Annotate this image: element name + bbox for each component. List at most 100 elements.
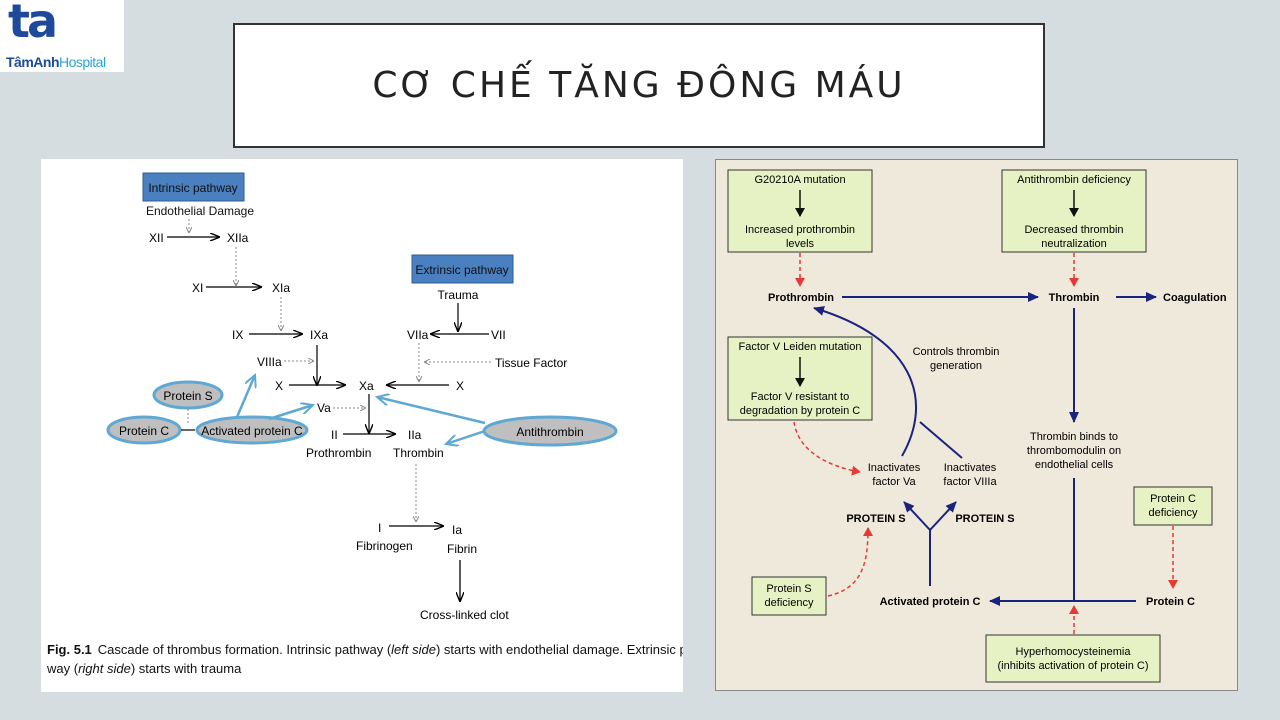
fibrinogen-label: Fibrinogen <box>356 539 413 553</box>
factor-IXa: IXa <box>310 328 328 342</box>
controls-thrombin-line1: Controls thrombin <box>913 346 1000 358</box>
caption-text-3: way ( <box>46 661 79 676</box>
extrinsic-pathway-label: Extrinsic pathway <box>415 263 508 277</box>
controls-thrombin-line2: generation <box>930 360 982 372</box>
protein-s-label: Protein S <box>163 389 212 403</box>
cascade-diagram: Intrinsic pathway Endothelial Damage XII… <box>46 172 709 676</box>
fibrin-label: Fibrin <box>447 542 477 556</box>
antithrombin-inhibits-IIa <box>446 429 486 444</box>
protein-c-deficiency-line1: Protein C <box>1150 493 1196 505</box>
factor-VIIIa: VIIIa <box>257 355 282 369</box>
apc-inhibits-Va <box>268 405 313 421</box>
inactivates-va-line1: Inactivates <box>868 462 921 474</box>
factor-XI: XI <box>192 281 203 295</box>
endothelial-damage-label: Endothelial Damage <box>146 204 254 218</box>
antithrombin-deficiency-label: Antithrombin deficiency <box>1017 174 1131 186</box>
thrombin-label: Thrombin <box>393 446 444 460</box>
extrinsic-pathway-box <box>411 254 514 284</box>
antithrombin-inhibits-Xa <box>377 397 486 425</box>
factor-X-left: X <box>275 379 283 393</box>
inactivates-viiia-line1: Inactivates <box>944 462 997 474</box>
increased-prothrombin-line2: levels <box>786 238 815 250</box>
caption-text-4: ) starts with trauma <box>131 661 242 676</box>
protein-s-deficiency-line2: deficiency <box>765 597 814 609</box>
g20210a-label: G20210A mutation <box>754 174 845 186</box>
activated-protein-c-oval <box>195 415 309 445</box>
decreased-thrombin-line2: neutralization <box>1041 238 1106 250</box>
ps-deficiency-arrow <box>827 527 873 597</box>
thrombin-binds-line3: endothelial cells <box>1035 459 1114 471</box>
protein-c-deficiency-line2: deficiency <box>1149 507 1198 519</box>
protein-s-left-label: PROTEIN S <box>846 513 905 525</box>
factor-II: II <box>331 428 338 442</box>
protein-s-right-label: PROTEIN S <box>955 513 1014 525</box>
factor-XIa: XIa <box>272 281 290 295</box>
trauma-label: Trauma <box>438 288 479 302</box>
prothrombin-label: Prothrombin <box>306 446 371 460</box>
fvl-to-inactivates-va <box>793 421 861 476</box>
factor-VIIa: VIIa <box>407 328 429 342</box>
hyperhomocysteinemia-line2: (inhibits activation of protein C) <box>997 660 1148 672</box>
thrombin-label: Thrombin <box>1049 292 1100 304</box>
antithrombin-label: Antithrombin <box>516 425 583 439</box>
caption-line-1: Fig. 5.1 Cascade of thrombus formation. I… <box>47 642 683 657</box>
controls-thrombin-curve <box>813 306 917 457</box>
apc-to-viiia-arrow <box>929 501 957 531</box>
protein-s-deficiency-line1: Protein S <box>766 583 811 595</box>
logo-name-bold: TâmAnh <box>6 54 60 70</box>
increased-prothrombin-line1: Increased prothrombin <box>745 224 855 236</box>
protein-s-oval <box>152 380 224 410</box>
viiia-join-line <box>919 421 963 459</box>
factor-XIIa: XIIa <box>227 231 249 245</box>
factor-IX: IX <box>232 328 243 342</box>
factor-Xa: Xa <box>359 379 374 393</box>
cascade-figure: Intrinsic pathway Endothelial Damage XII… <box>41 159 709 692</box>
caption-right-side: right side <box>78 661 131 676</box>
protein-c-deficiency-box <box>1133 486 1213 526</box>
prothrombin-label: Prothrombin <box>768 292 834 304</box>
logo-name: TâmAnhHospital <box>6 54 106 70</box>
hospital-logo: ta TâmAnhHospital <box>0 0 124 72</box>
intrinsic-pathway-box <box>142 172 245 202</box>
intrinsic-pathway-label: Intrinsic pathway <box>148 181 237 195</box>
fv-resistant-line2: degradation by protein C <box>740 405 861 417</box>
factor-VII: VII <box>491 328 506 342</box>
factor-XII: XII <box>149 231 164 245</box>
inactivates-viiia-line2: factor VIIIa <box>943 476 997 488</box>
crosslinked-clot-label: Cross-linked clot <box>420 608 509 622</box>
caption-fig-number: Fig. 5.1 <box>47 642 92 657</box>
factor-Va: Va <box>317 401 331 415</box>
coagulation-label: Coagulation <box>1163 292 1227 304</box>
caption-line-2: way (right side) starts with trauma <box>46 661 242 676</box>
factor-Ia: Ia <box>452 523 462 537</box>
protein-c-oval <box>106 415 182 445</box>
slide-title: CƠ CHẾ TĂNG ĐÔNG MÁU <box>372 65 906 106</box>
apc-to-va-arrow <box>903 501 931 531</box>
thrombin-binds-line1: Thrombin binds to <box>1030 431 1118 443</box>
caption-text-1: Cascade of thrombus formation. Intrinsic… <box>98 642 392 657</box>
hyperhomocysteinemia-box <box>985 634 1161 683</box>
protein-c-label: Protein C <box>1146 596 1195 608</box>
apc-inhibits-VIIIa <box>235 375 255 418</box>
factor-IIa: IIa <box>408 428 422 442</box>
factor-X-right: X <box>456 379 464 393</box>
thrombophilia-figure: G20210A mutation Increased prothrombin l… <box>715 159 1238 691</box>
decreased-thrombin-line1: Decreased thrombin <box>1024 224 1123 236</box>
thrombophilia-diagram: G20210A mutation Increased prothrombin l… <box>727 169 1227 683</box>
logo-mark: ta <box>8 0 58 48</box>
activated-protein-c-label: Activated protein C <box>880 596 981 608</box>
logo-name-light: Hospital <box>59 54 106 70</box>
factor-v-leiden-label: Factor V Leiden mutation <box>739 341 862 353</box>
fv-resistant-line1: Factor V resistant to <box>751 391 849 403</box>
activated-protein-c-label: Activated protein C <box>201 424 303 438</box>
caption-text-2: ) starts with endothelial damage. Extrin… <box>436 642 683 657</box>
thrombin-binds-line2: thrombomodulin on <box>1027 445 1121 457</box>
inactivates-va-line2: factor Va <box>872 476 916 488</box>
protein-c-label: Protein C <box>119 424 169 438</box>
hyperhomocysteinemia-line1: Hyperhomocysteinemia <box>1016 646 1132 658</box>
factor-I: I <box>378 521 381 535</box>
title-box: CƠ CHẾ TĂNG ĐÔNG MÁU <box>233 23 1045 148</box>
caption-left-side: left side <box>391 642 436 657</box>
tissue-factor-label: Tissue Factor <box>495 356 567 370</box>
protein-s-deficiency-box <box>751 576 827 616</box>
